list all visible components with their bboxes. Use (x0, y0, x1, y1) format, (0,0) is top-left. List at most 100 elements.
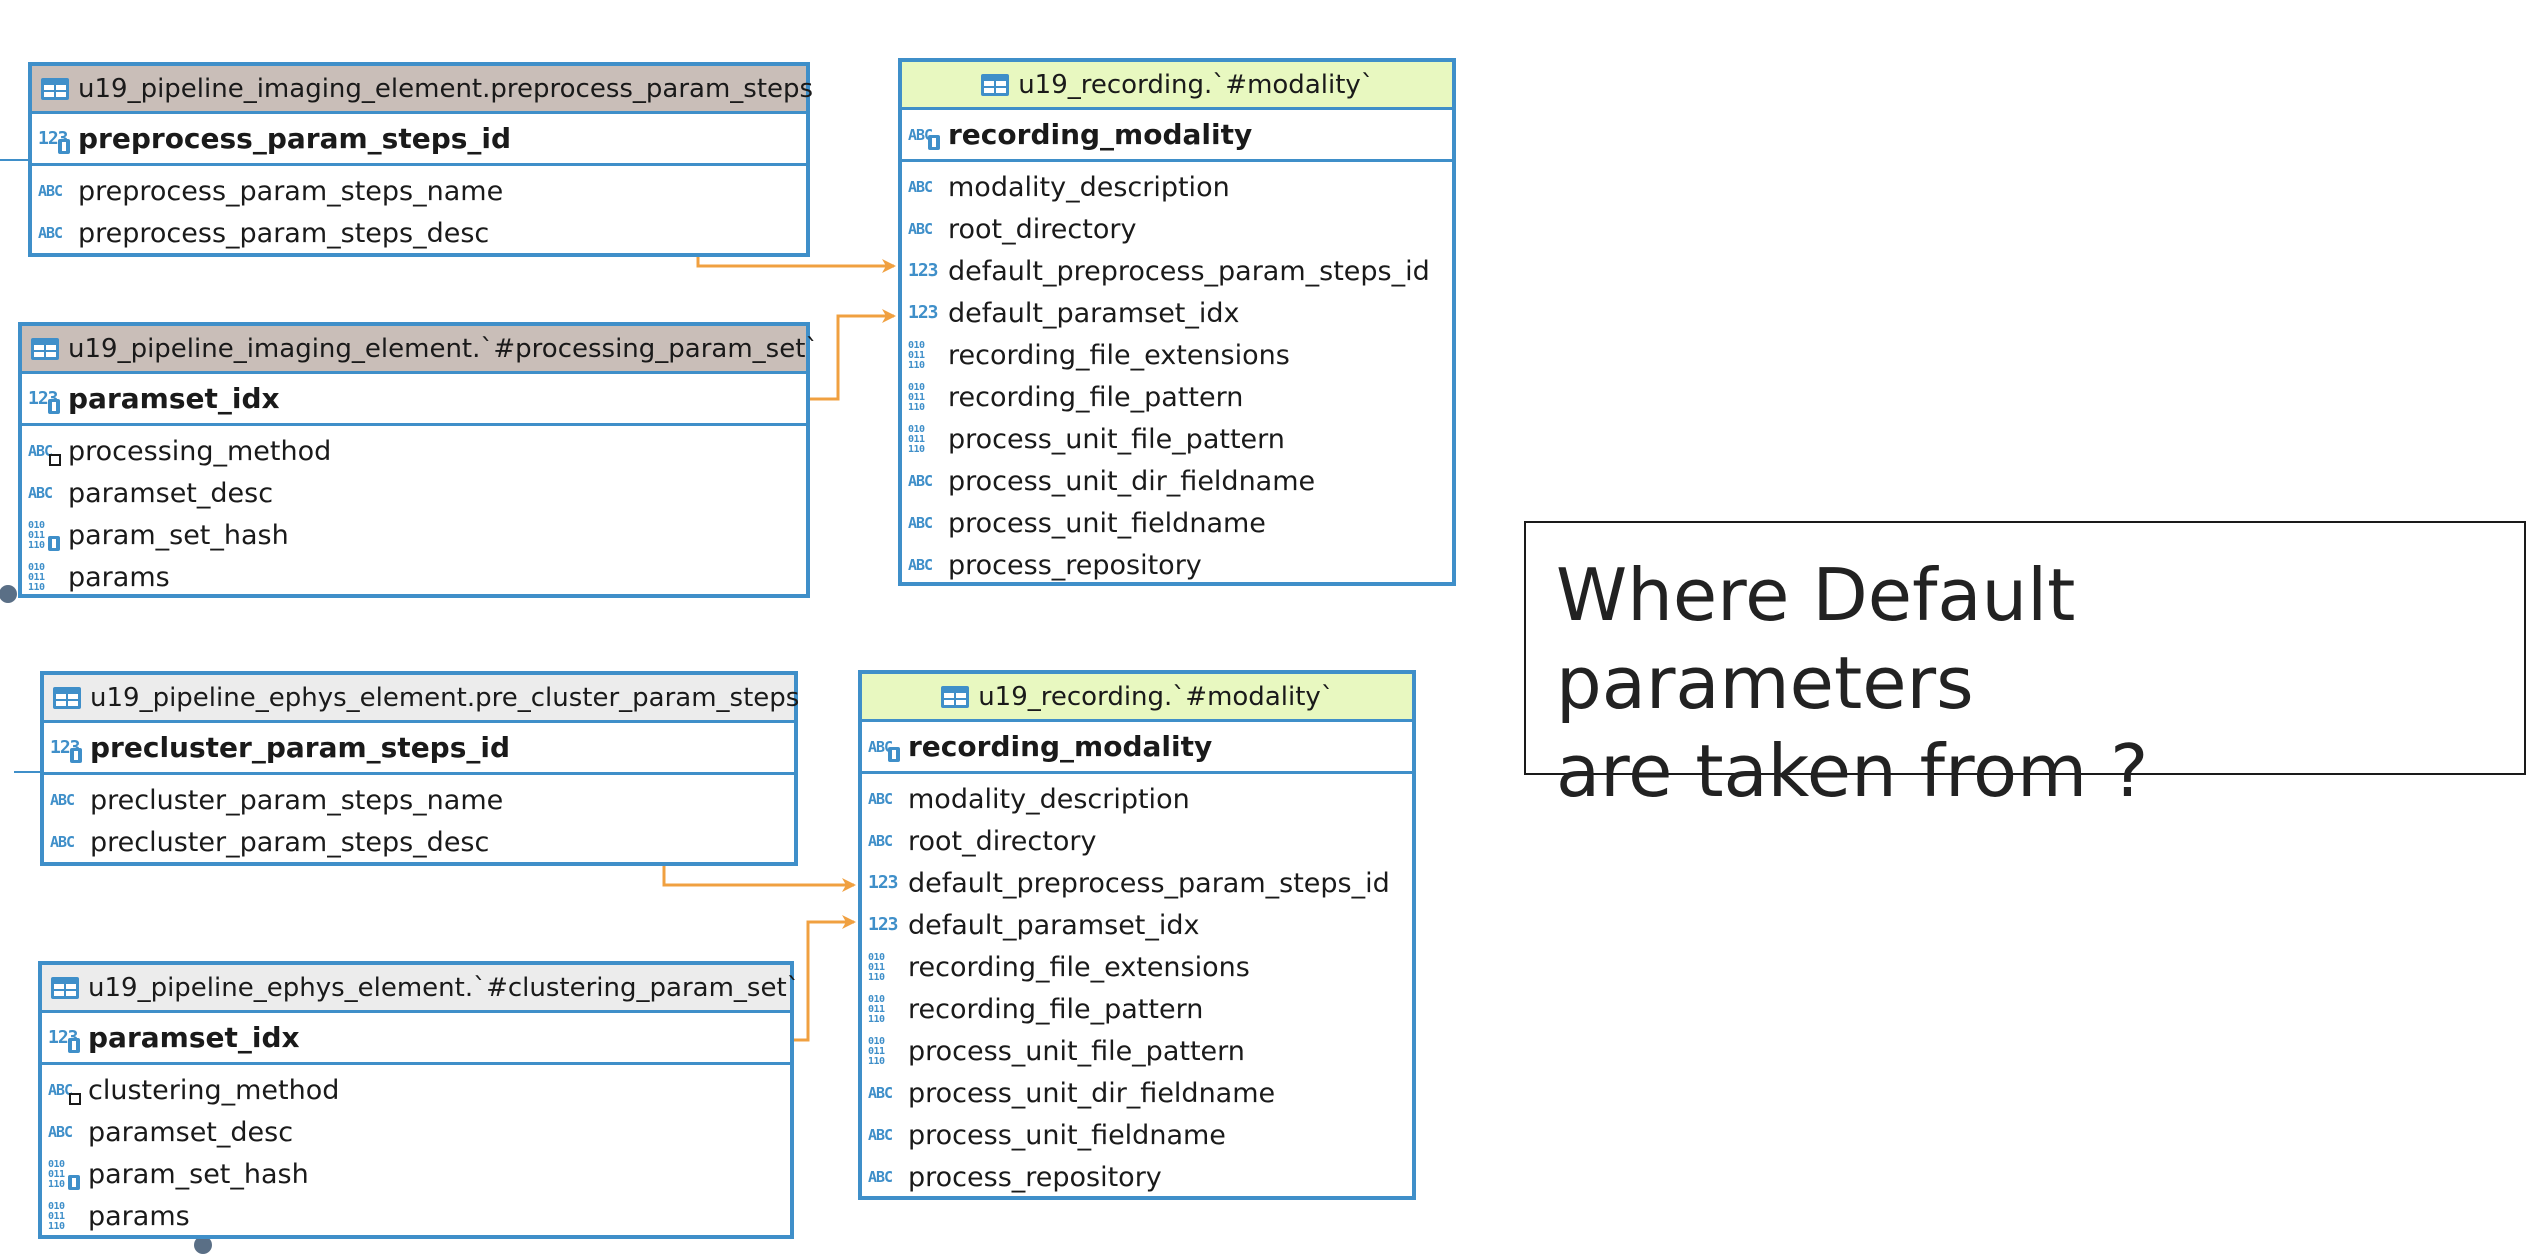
column-row[interactable]: 123 default_paramset_idx (862, 904, 1412, 946)
binary-type-icon: 010 011 110 (908, 339, 925, 371)
primary-key-row[interactable]: 123 preprocess_param_steps_id (32, 114, 806, 166)
text-type-icon: ABC (868, 1168, 893, 1186)
column-name: default_preprocess_param_steps_id (908, 867, 1390, 899)
binary-type-icon: 010 011 110 (868, 951, 885, 983)
text-type-icon: ABC (38, 182, 63, 200)
column-name: preprocess_param_steps_desc (78, 217, 490, 249)
column-row[interactable]: ABC paramset_desc (22, 472, 806, 514)
text-type-icon: ABC (908, 556, 933, 574)
question-callout[interactable]: Where Default parameters are taken from … (1524, 521, 2526, 813)
column-name: default_preprocess_param_steps_id (948, 255, 1430, 287)
column-row[interactable]: 010 011 110 process_unit_file_pattern (902, 418, 1452, 460)
column-name: clustering_method (88, 1074, 340, 1106)
column-name: default_paramset_idx (908, 909, 1200, 941)
column-name: modality_description (948, 171, 1230, 203)
table-header[interactable]: u19_pipeline_imaging_element.`#processin… (22, 326, 818, 374)
column-name: process_unit_file_pattern (948, 423, 1285, 455)
column-name: process_unit_fieldname (908, 1119, 1226, 1151)
table-header[interactable]: u19_pipeline_imaging_element.preprocess_… (32, 66, 813, 114)
primary-key-row[interactable]: 123 precluster_param_steps_id (44, 723, 794, 775)
table-icon (41, 77, 69, 100)
column-name: recording_modality (908, 730, 1213, 763)
text-type-icon: ABC (28, 484, 53, 502)
binary-type-icon: 010 011 110 (908, 381, 925, 413)
text-type-icon: ABC (868, 1084, 893, 1102)
table-icon (51, 976, 79, 999)
text-type-icon: ABC (868, 832, 893, 850)
column-row[interactable]: ABC preprocess_param_steps_name (32, 170, 806, 212)
column-name: preprocess_param_steps_id (78, 122, 512, 155)
table-header[interactable]: u19_recording.`#modality` (862, 674, 1412, 722)
table-icon (981, 73, 1010, 96)
table-title: u19_recording.`#modality` (978, 681, 1334, 712)
table-recording-modality-top[interactable]: u19_recording.`#modality` ABC recording_… (898, 58, 1456, 586)
column-row[interactable]: ABC precluster_param_steps_desc (44, 821, 794, 863)
primary-key-row[interactable]: 123 paramset_idx (22, 374, 806, 426)
numeric-key-icon: 123 (48, 1023, 82, 1053)
column-name: paramset_desc (68, 477, 274, 509)
text-type-icon: ABC (38, 224, 63, 242)
table-imaging-preprocess-param-steps[interactable]: u19_pipeline_imaging_element.preprocess_… (28, 62, 813, 257)
table-ephys-clustering-param-set[interactable]: u19_pipeline_ephys_element.`#clustering_… (38, 961, 800, 1239)
callout-line-2: are taken from ? (1556, 729, 2149, 813)
text-type-icon: ABC (908, 472, 933, 490)
primary-key-row[interactable]: 123 paramset_idx (42, 1013, 790, 1065)
table-header[interactable]: u19_recording.`#modality` (902, 62, 1452, 110)
column-name: params (68, 561, 170, 593)
numeric-type-icon: 123 (868, 914, 899, 935)
binary-type-icon: 010 011 110 (868, 993, 885, 1025)
table-title: u19_pipeline_imaging_element.preprocess_… (78, 73, 814, 104)
column-name: params (88, 1200, 190, 1232)
primary-key-row[interactable]: ABC recording_modality (862, 722, 1412, 774)
binary-type-icon: 010 011 110 (908, 423, 925, 455)
column-name: default_paramset_idx (948, 297, 1240, 329)
column-name: process_repository (948, 549, 1202, 581)
column-name: precluster_param_steps_desc (90, 826, 490, 858)
table-title: u19_pipeline_imaging_element.`#processin… (68, 333, 819, 364)
primary-key-row[interactable]: ABC recording_modality (902, 110, 1452, 162)
column-name: root_directory (948, 213, 1137, 245)
column-name: paramset_idx (68, 382, 280, 415)
table-recording-modality-bottom[interactable]: u19_recording.`#modality` ABC recording_… (858, 670, 1416, 1200)
column-name: preprocess_param_steps_name (78, 175, 504, 207)
text-type-icon: ABC (50, 833, 75, 851)
column-row[interactable]: ABC process_repository (902, 544, 1452, 586)
table-ephys-pre-cluster-param-steps[interactable]: u19_pipeline_ephys_element.pre_cluster_p… (40, 671, 799, 866)
connector-dot (0, 585, 17, 603)
table-title: u19_pipeline_ephys_element.pre_cluster_p… (90, 682, 800, 713)
text-type-icon: ABC (868, 790, 893, 808)
column-name: precluster_param_steps_name (90, 784, 504, 816)
table-imaging-processing-param-set[interactable]: u19_pipeline_imaging_element.`#processin… (18, 322, 818, 598)
table-header[interactable]: u19_pipeline_ephys_element.pre_cluster_p… (44, 675, 799, 723)
table-header[interactable]: u19_pipeline_ephys_element.`#clustering_… (42, 965, 800, 1013)
numeric-type-icon: 123 (868, 872, 899, 893)
text-key-icon: ABC (868, 732, 902, 762)
table-title: u19_pipeline_ephys_element.`#clustering_… (88, 972, 800, 1003)
column-row[interactable]: 123 default_preprocess_param_steps_id (862, 862, 1412, 904)
column-row[interactable]: ABC preprocess_param_steps_desc (32, 212, 806, 254)
